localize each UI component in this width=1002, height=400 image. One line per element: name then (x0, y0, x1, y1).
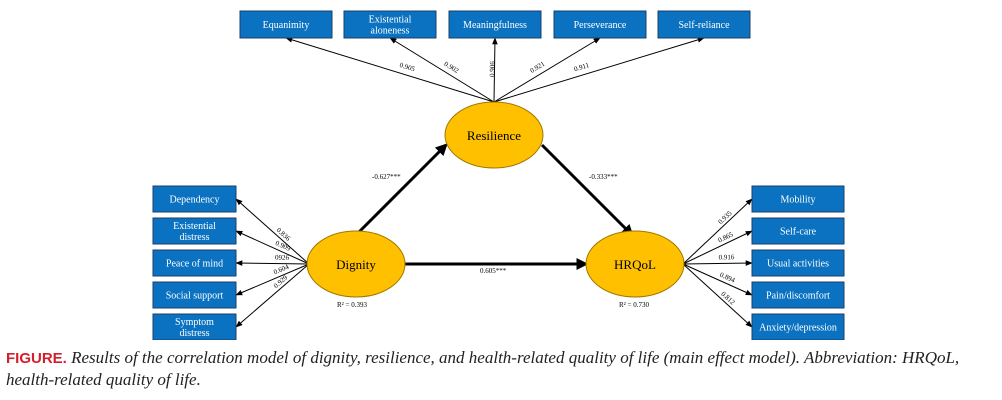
resilience-indicator-box (553, 10, 647, 39)
dignity-indicator-label: Peace of mind (166, 259, 223, 270)
hrqol-indicator-label: Self-care (780, 227, 817, 238)
hrqol-indicator-box (751, 217, 845, 245)
path-arrow-dignity-resilience (354, 143, 448, 237)
hrqol-loading-value: 0.894 (718, 271, 736, 285)
resilience-ellipse (444, 101, 544, 169)
dignity-indicator-label: Symptom (175, 317, 214, 328)
dignity-indicator-box (152, 217, 237, 245)
dignity-loading-value: 0926 (275, 254, 290, 262)
resilience-loading-value: 0.911 (573, 61, 591, 73)
caption-label: FIGURE. (6, 350, 67, 367)
hrqol-indicator-label: Usual activities (767, 259, 829, 270)
resilience-indicator-label: Meaningfulness (463, 20, 527, 31)
path-arrow-resilience-hrqol (540, 143, 634, 237)
hrqol-loading-value: 0.916 (719, 253, 735, 261)
dignity-indicator-label: Existential (173, 221, 216, 232)
dignity-loading-arrow (235, 263, 310, 328)
hrqol-indicator-box (751, 249, 845, 277)
hrqol-indicator-label: Anxiety/depression (759, 323, 837, 334)
resilience-indicator-box (448, 10, 542, 39)
hrqol-indicator-box (751, 313, 845, 340)
resilience-indicator-label: Equanimity (263, 20, 310, 31)
dignity-loading-arrow (235, 198, 310, 265)
dignity-r-squared: R² = 0.393 (337, 301, 367, 309)
resilience-indicator-label: Perseverance (574, 20, 627, 31)
dignity-indicator-box (152, 281, 237, 309)
caption-text: Results of the correlation model of dign… (6, 348, 960, 389)
resilience-indicator-box (343, 10, 437, 39)
hrqol-loading-arrow (682, 263, 753, 296)
dignity-loading-arrow (235, 260, 310, 266)
dignity-indicator-label: distress (180, 328, 210, 339)
resilience-loading-arrow (389, 37, 495, 103)
resilience-loading-arrow (493, 37, 601, 103)
resilience-loading-value: 0.902 (443, 60, 461, 75)
dignity-indicator-label: distress (180, 232, 210, 243)
resilience-loading-value: 0.905 (399, 61, 417, 73)
hrqol-loading-arrow (682, 230, 753, 265)
resilience-indicator-label: Existential (369, 15, 412, 26)
dignity-loading-value: 0.909 (274, 239, 292, 253)
dignity-indicator-label: Dependency (170, 195, 220, 206)
resilience-loading-arrow (493, 37, 705, 103)
path-coef-resilience-hrqol: -0.333*** (589, 173, 618, 181)
hrqol-loading-arrow (682, 263, 753, 328)
figure-caption: FIGURE. Results of the correlation model… (6, 347, 998, 390)
resilience-label: Resilience (467, 128, 521, 143)
dignity-ellipse (306, 230, 406, 298)
hrqol-ellipse (585, 230, 685, 298)
resilience-loading-value: 0.921 (529, 60, 547, 75)
dignity-label: Dignity (336, 257, 376, 272)
resilience-indicator-box (657, 10, 751, 39)
resilience-loading-arrow (492, 37, 498, 103)
hrqol-loading-arrow (682, 260, 753, 266)
resilience-indicator-label: aloneness (371, 26, 410, 37)
hrqol-indicator-label: Mobility (780, 195, 815, 206)
hrqol-indicator-label: Pain/discomfort (766, 291, 830, 302)
hrqol-loading-value: 0.935 (717, 209, 734, 226)
dignity-indicator-label: Social support (166, 291, 224, 302)
hrqol-loading-arrow (682, 198, 753, 265)
dignity-indicator-box (152, 313, 237, 340)
resilience-indicator-box (239, 10, 333, 39)
dignity-indicator-box (152, 249, 237, 277)
dignity-loading-arrow (235, 230, 310, 265)
resilience-loading-value: 0.906 (488, 61, 496, 77)
path-coef-dignity-resilience: -0.627*** (372, 173, 401, 181)
path-coef-dignity-hrqol: 0.605*** (480, 267, 507, 275)
dignity-loading-arrow (235, 263, 310, 296)
dignity-indicator-box (152, 185, 237, 213)
resilience-indicator-label: Self-reliance (678, 20, 730, 31)
resilience-loading-arrow (285, 37, 495, 103)
hrqol-label: HRQoL (614, 257, 656, 272)
hrqol-loading-value: 0.812 (719, 290, 736, 307)
hrqol-r-squared: R² = 0.730 (619, 301, 649, 309)
dignity-loading-value: 0.604 (272, 263, 290, 277)
hrqol-indicator-box (751, 281, 845, 309)
hrqol-loading-value: 0.865 (717, 230, 735, 244)
hrqol-indicator-box (751, 185, 845, 213)
